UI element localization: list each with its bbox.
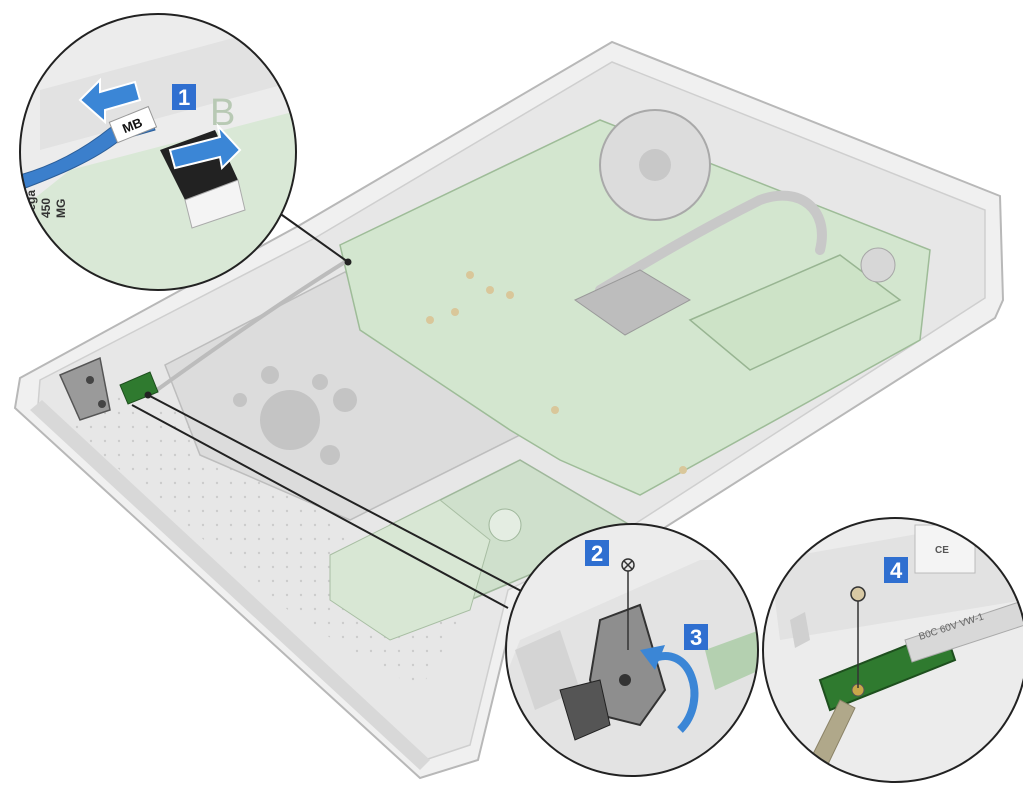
zoom-hinge-bracket <box>588 603 667 727</box>
callout-line-2 <box>147 394 526 594</box>
mb-pad <box>679 466 687 474</box>
callout-line-3 <box>131 404 509 609</box>
svg-text:3: 3 <box>690 625 702 650</box>
step-badge-4: 4 <box>884 557 908 583</box>
left-hinge <box>59 356 111 421</box>
hinge-screw-head <box>98 400 106 408</box>
svg-text:MB: MB <box>120 115 144 136</box>
laptop-base <box>13 40 1005 780</box>
power-button-board <box>119 371 159 405</box>
bay-hole <box>312 374 328 390</box>
bay-hole <box>333 388 357 412</box>
mb-pad <box>506 291 514 299</box>
cable-tag: MB <box>108 105 158 144</box>
zoom-ribbon-cable <box>904 599 1023 663</box>
mb-pad <box>486 286 494 294</box>
mb-pad <box>451 308 459 316</box>
hard-drive-spindle <box>488 508 522 542</box>
front-rail <box>30 400 430 770</box>
callout-dot-2 <box>144 391 152 399</box>
bay-hole <box>260 390 320 450</box>
step-badge-1: 1 <box>172 84 196 110</box>
svg-text:1: 1 <box>178 85 190 110</box>
mb-pad <box>551 406 559 414</box>
arrow-right-icon <box>168 122 242 171</box>
screw-icon <box>850 586 866 602</box>
arrow-left-icon <box>78 77 142 125</box>
svg-text:CE: CE <box>935 545 949 556</box>
memory-module <box>688 254 902 371</box>
bay-hole <box>233 393 247 407</box>
zoom-callout-hinge: 2 3 <box>505 523 759 777</box>
callout-lines <box>131 209 526 609</box>
bay-hole <box>320 445 340 465</box>
heat-pipe <box>595 190 827 295</box>
callout-dot-1 <box>344 258 352 266</box>
io-board <box>329 499 491 641</box>
bay-hole <box>261 366 279 384</box>
svg-text:MG: MG <box>54 199 68 218</box>
zoom-callout-power-board: CE B0C 60V VW-1 4 <box>762 517 1023 783</box>
callout-line-1 <box>274 209 349 263</box>
zoom-callout-display-cable: B MB Vega 450 MG <box>19 13 297 291</box>
mb-pad <box>426 316 434 324</box>
board-silk-label: B <box>210 92 235 134</box>
svg-text:2: 2 <box>591 541 603 566</box>
coin-cell-battery <box>860 247 896 283</box>
heat-sink <box>574 269 692 336</box>
rotate-arrow-icon <box>640 645 699 733</box>
svg-text:450: 450 <box>39 198 53 218</box>
step-badge-3: 3 <box>684 624 708 650</box>
display-cable <box>148 260 347 397</box>
svg-text:4: 4 <box>890 558 903 583</box>
step-badge-2: 2 <box>585 540 609 566</box>
cooling-fan-hub <box>639 149 671 181</box>
mb-pad <box>466 271 474 279</box>
hinge-hole <box>619 674 631 686</box>
screw-icon <box>621 558 635 650</box>
hinge-screw-head <box>86 376 94 384</box>
